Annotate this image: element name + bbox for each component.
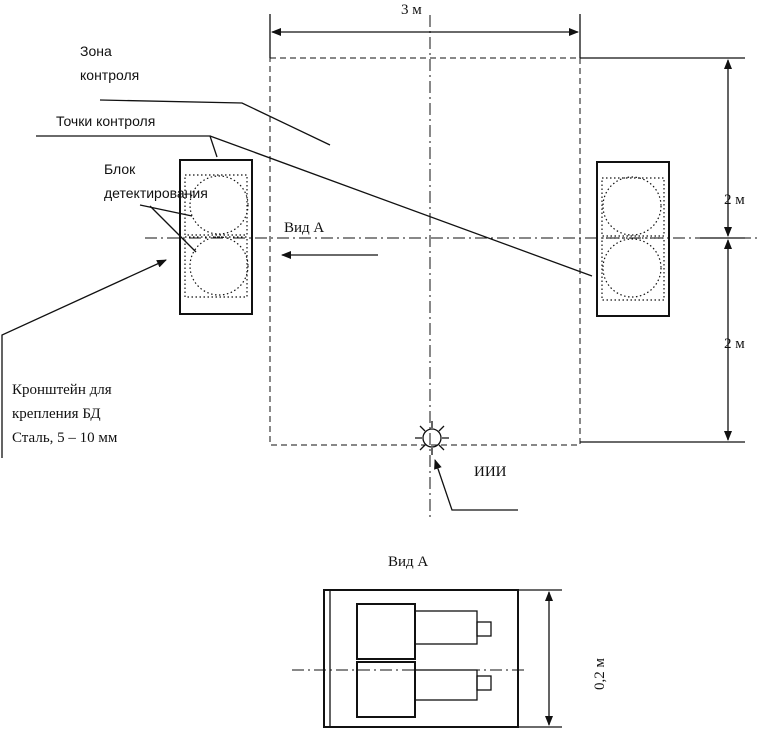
bracket-label-line3: Сталь, 5 – 10 мм: [12, 430, 118, 446]
control-points-label: Точки контроля: [56, 113, 155, 129]
radiation-source-icon: [415, 421, 449, 455]
zone-leader-line: [99, 99, 331, 146]
control-points-leader-line-2: [209, 135, 593, 277]
zone-label-line2: контроля: [80, 67, 139, 83]
view-a-title: Вид А: [388, 554, 428, 570]
detector-leader-line: [139, 204, 193, 217]
depth-dim-label: 0,2 м: [592, 658, 608, 691]
bracket-label-line2: крепления БД: [12, 406, 101, 422]
right-detector-block: [596, 161, 670, 317]
view-a-label: Вид А: [284, 220, 324, 236]
width-dim-label: 3 м: [401, 2, 422, 18]
detector-label-line2: детектирования: [104, 185, 208, 201]
control-zone-rect: [269, 57, 581, 446]
height-dim-top-label: 2 м: [724, 192, 745, 208]
height-dim-bottom-label: 2 м: [724, 336, 745, 352]
bracket-label-line1: Кронштейн для: [12, 382, 112, 398]
bracket-leader-line: [1, 259, 167, 458]
source-label: ИИИ: [474, 464, 507, 480]
detector-label-line1: Блок: [104, 161, 136, 177]
zone-label-line1: Зона: [80, 43, 112, 59]
control-points-leader-line: [36, 135, 218, 158]
detector-leader-line-2: [149, 205, 197, 253]
source-leader-line: [434, 459, 518, 511]
left-detector-block: [179, 159, 253, 315]
view-a-drawing: [323, 589, 519, 728]
